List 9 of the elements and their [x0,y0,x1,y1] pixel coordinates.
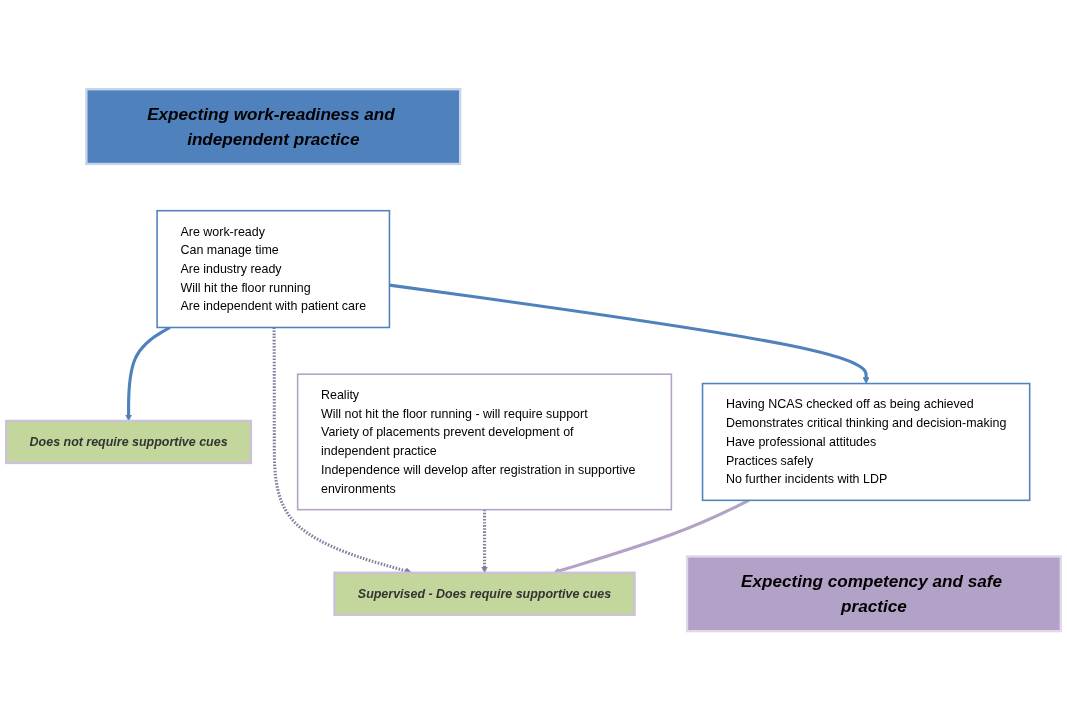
node-box: Expecting competency and safe practice [685,555,1062,633]
arrow [481,509,488,573]
node-box: Does not require supportive cues [5,419,253,464]
node-box: Expecting work-readiness and independent practice [85,87,462,165]
node-box: Supervised - Does require supportive cues [333,571,636,616]
node-box: Having NCAS checked off as being achieved Demonstrates critical thinking and decision-making Have professional attitudes Practices safely No further incidents with LDP [701,382,1031,501]
node-box: Are work-ready Can manage time Are industry ready Will hit the floor running Are independent with patient care [156,209,391,329]
node-box: Reality Will not hit the floor running - will require support Variety of placements prevent development of independent practice Independence will develop after registration in supportive environments [296,373,673,511]
arrow [389,283,870,384]
